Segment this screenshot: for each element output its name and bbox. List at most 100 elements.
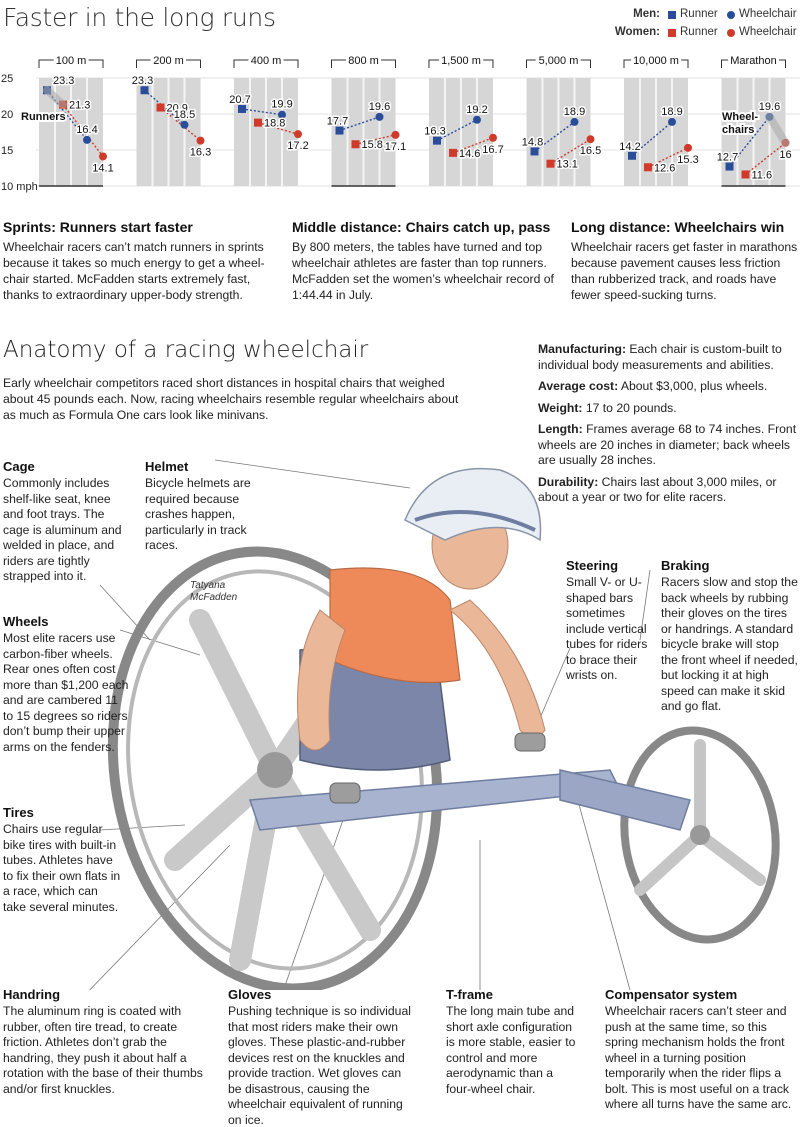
women-runner-point xyxy=(254,118,262,127)
men-wheelchair-point xyxy=(180,120,189,129)
y-tick-label: 20 xyxy=(1,109,13,121)
note-gloves: Gloves Pushing technique is so individua… xyxy=(228,987,418,1127)
men-wheelchair-point xyxy=(473,115,481,124)
t-frame xyxy=(248,769,691,831)
women-wheelchair-point xyxy=(294,130,302,139)
women-connector xyxy=(745,142,786,176)
men-wheelchair-value: 16.4 xyxy=(76,124,97,136)
category-bracket xyxy=(623,59,689,68)
anatomy-intro: Early wheelchair competitors raced short… xyxy=(3,376,459,422)
middle-distance-title: Middle distance: Chairs catch up, pass xyxy=(292,219,551,235)
women-wheelchair-value: 15.3 xyxy=(677,154,698,166)
category-label: 200 m xyxy=(153,55,184,67)
men-runner-value: 20.7 xyxy=(229,94,250,106)
category-label: Marathon xyxy=(730,55,776,67)
women-wheelchair-value: 16.7 xyxy=(482,144,503,156)
legend-runner-label: Runner xyxy=(680,8,718,20)
wheelchairs-band xyxy=(765,112,790,147)
men-wheelchair-value: 18.5 xyxy=(174,109,195,121)
note-tires-text: Chairs use regular bike tires with built… xyxy=(3,822,121,914)
men-runner-point xyxy=(725,162,734,171)
category-bracket xyxy=(38,59,104,68)
men-wheelchair-value: 19.6 xyxy=(759,101,780,113)
men-runner-point xyxy=(433,136,441,145)
men-wheelchair-value: 18.9 xyxy=(564,106,585,118)
note-handring-title: Handring xyxy=(3,987,61,1002)
women-wheelchair-point xyxy=(684,143,692,152)
women-connector xyxy=(452,137,494,154)
men-runner-point xyxy=(238,104,246,113)
men-wheelchair-point xyxy=(570,117,579,126)
note-helmet: Helmet Bicycle helmets are required beca… xyxy=(145,459,270,554)
category-bracket xyxy=(428,59,494,68)
women-wheelchair-point xyxy=(489,133,497,142)
front-wheel xyxy=(620,726,780,944)
category-label: 10,000 m xyxy=(633,55,679,67)
y-tick-label: 10 mph xyxy=(1,181,38,193)
note-braking-text: Racers slow and stop the back wheels by … xyxy=(661,575,798,713)
men-runner-value: 14.8 xyxy=(522,136,543,148)
men-wheelchair-point xyxy=(278,110,286,119)
note-wheels-text: Most elite racers use carbon-fiber wheel… xyxy=(3,631,129,754)
category-bracket xyxy=(526,59,591,68)
category-label: 1,500 m xyxy=(441,55,481,67)
category-bracket xyxy=(233,59,299,68)
rider xyxy=(297,467,546,804)
wheelchairs-annotation: Wheel-chairs xyxy=(722,111,758,136)
note-braking: Braking Racers slow and stop the back wh… xyxy=(661,558,799,715)
men-runner-value: 16.3 xyxy=(424,126,445,138)
women-runner-point xyxy=(156,103,165,112)
men-runner-value: 17.7 xyxy=(327,116,348,128)
men-connector xyxy=(436,119,478,142)
men-runner-point xyxy=(530,147,539,156)
long-distance-text: Wheelchair racers get faster in marathon… xyxy=(571,240,798,302)
legend-women-label: Women: xyxy=(614,26,660,38)
women-runner-value: 20.9 xyxy=(167,103,188,115)
category-bracket xyxy=(721,59,786,68)
middle-distance-text: By 800 meters, the tables have turned an… xyxy=(292,240,554,302)
wheelchair-illustration xyxy=(89,459,780,990)
category-label: 5,000 m xyxy=(539,55,579,67)
spec-cost: Average cost: About $3,000, plus wheels. xyxy=(538,379,768,393)
women-runner-value: 12.6 xyxy=(654,162,675,174)
note-compensator-text: Wheelchair racers can’t steer and push a… xyxy=(605,1004,792,1111)
legend-wheelchair-label: Wheelchair xyxy=(739,8,797,20)
sprints-text: Wheelchair racers can’t match runners in… xyxy=(3,240,265,302)
men-connector xyxy=(46,89,88,141)
note-gloves-text: Pushing technique is so individual that … xyxy=(228,1004,411,1127)
men-runner-point xyxy=(140,86,149,95)
page-title: Faster in the long runs xyxy=(3,3,276,32)
women-runner-value: 14.6 xyxy=(459,148,480,160)
note-tframe: T-frame The long main tube and short axl… xyxy=(446,987,576,1097)
legend-runner-label: Runner xyxy=(680,26,718,38)
men-wheelchair-point xyxy=(83,135,91,144)
legend-men-label: Men: xyxy=(633,8,660,20)
women-runner-point xyxy=(644,163,652,172)
note-steering-title: Steering xyxy=(566,558,619,573)
category-label: 100 m xyxy=(56,55,87,67)
women-runner-point xyxy=(351,140,360,149)
men-runner-value: 14.2 xyxy=(619,141,640,153)
spec-manufacturing: Manufacturing: Each chair is custom-buil… xyxy=(538,342,782,372)
note-tframe-title: T-frame xyxy=(446,987,493,1002)
note-helmet-text: Bicycle helmets are required because cra… xyxy=(145,476,251,552)
runners-band xyxy=(43,86,67,109)
spec-weight: Weight: 17 to 20 pounds. xyxy=(538,400,677,415)
women-runner-swatch xyxy=(668,29,676,37)
legend: Men: Runner Wheelchair Women: Runner Whe… xyxy=(608,6,797,42)
women-connector xyxy=(257,121,299,135)
women-wheelchair-point xyxy=(196,136,205,145)
women-runner-value: 13.1 xyxy=(557,159,578,171)
long-distance-title: Long distance: Wheelchairs win xyxy=(571,219,785,235)
women-wheelchair-value: 14.1 xyxy=(92,162,113,174)
women-wheelchair-swatch xyxy=(727,29,735,37)
men-wheelchair-value: 18.9 xyxy=(661,106,682,118)
runners-annotation: Runners xyxy=(21,111,66,123)
men-wheelchair-value: 19.9 xyxy=(271,99,292,111)
women-runner-value: 11.6 xyxy=(752,169,773,181)
men-wheelchair-point xyxy=(375,112,384,121)
women-wheelchair-value: 16.3 xyxy=(190,147,211,159)
legend-wheelchair-label: Wheelchair xyxy=(739,26,797,38)
y-tick-label: 25 xyxy=(1,73,13,85)
